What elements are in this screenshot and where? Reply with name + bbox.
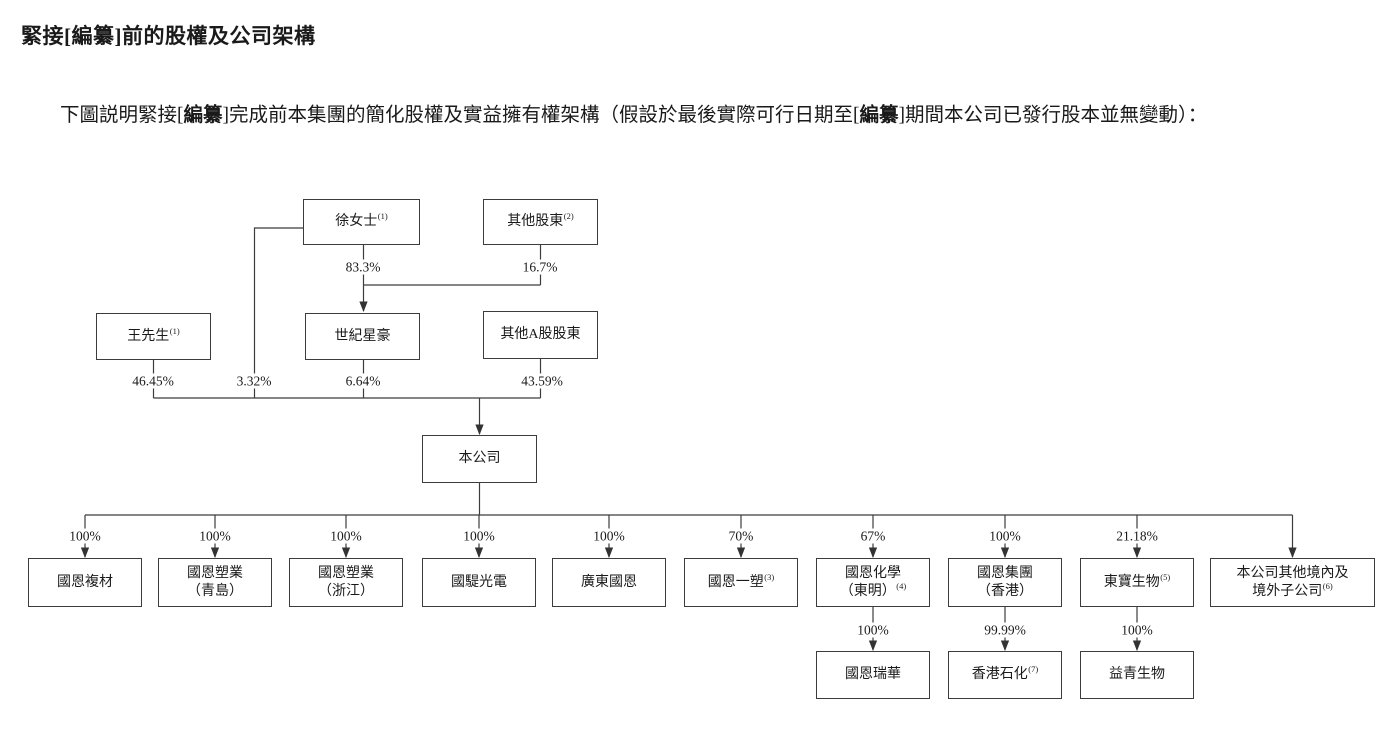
heading-text: ]前的股權及公司架構: [114, 24, 316, 48]
ownership-percent: 99.99%: [981, 622, 1029, 638]
org-box-yiqing-shengwu: 益青生物: [1080, 651, 1194, 699]
org-box-mr-wang: 王先生(1): [96, 313, 211, 360]
org-box-label: 國恩塑業: [318, 565, 374, 581]
footnote-ref: (2): [563, 211, 574, 222]
org-box-label: 香港石化(7): [971, 664, 1039, 682]
footnote-ref: (1): [169, 325, 180, 336]
org-box-label: 東寶生物(5): [1103, 571, 1171, 590]
org-box-label: 廣東國恩: [581, 574, 637, 590]
ownership-percent: 16.7%: [519, 259, 561, 275]
footnote-ref: (3): [764, 571, 775, 582]
org-box-label: 其他A股股東: [500, 327, 581, 342]
ownership-percent: 100%: [327, 528, 365, 544]
ownership-percent: 100%: [66, 528, 104, 544]
org-box-label: 國騠光電: [451, 574, 507, 590]
paragraph-text: 下圖説明緊接[: [60, 105, 184, 126]
org-box-ms-xu: 徐女士(1): [303, 199, 420, 245]
org-box-label: （香港）: [977, 583, 1033, 599]
org-box-label: 國恩集團: [977, 565, 1033, 581]
ownership-percent: 100%: [460, 528, 498, 544]
ownership-percent: 100%: [854, 622, 892, 638]
org-box-label: 其他股東(2): [507, 211, 574, 229]
org-box-label: 本公司: [458, 451, 501, 466]
org-box-guoen-suye-zhejiang: 國恩塑業 （浙江）: [289, 558, 403, 607]
org-box-label: 世紀星豪: [334, 328, 391, 344]
org-box-label: 國恩複材: [57, 574, 113, 590]
ownership-percent: 83.3%: [342, 259, 384, 275]
org-box-label: 國恩塑業: [187, 565, 243, 581]
org-box-label: 國恩瑞華: [845, 667, 901, 682]
org-box-guangdong-guoen: 廣東國恩: [552, 558, 666, 607]
org-box-hongkong-shihua: 香港石化(7): [948, 651, 1062, 699]
ownership-percent: 3.32%: [233, 373, 275, 389]
org-box-guoen-suye-qingdao: 國恩塑業 （青島）: [158, 558, 272, 607]
org-box-label: 國恩一塑(3): [707, 571, 775, 590]
ownership-percent: 21.18%: [1113, 528, 1161, 544]
org-box-other-shareholders: 其他股東(2): [483, 199, 598, 245]
org-box-label: （東明）(4): [839, 580, 907, 599]
org-box-other-a-shareholders: 其他A股股東: [483, 311, 598, 359]
footnote-ref: (5): [1160, 571, 1171, 582]
org-box-guoen-ruihua: 國恩瑞華: [816, 651, 930, 699]
redacted-marker: 編纂: [183, 105, 223, 126]
ownership-percent: 100%: [1118, 622, 1156, 638]
org-box-label: 本公司其他境內及: [1236, 565, 1349, 581]
org-box-guoen-fucai: 國恩複材: [28, 558, 142, 607]
footnote-ref: (4): [896, 580, 907, 591]
ownership-percent: 67%: [857, 528, 889, 544]
redacted-marker: 編纂: [71, 24, 115, 48]
intro-paragraph: 下圖説明緊接[編纂]完成前本集團的簡化股權及實益擁有權架構（假設於最後實際可行日…: [21, 97, 1379, 135]
ownership-percent: 46.45%: [129, 373, 177, 389]
org-box-label: 王先生(1): [127, 325, 180, 344]
org-box-label: 境外子公司(6): [1252, 580, 1333, 599]
paragraph-text: ]期間本公司已發行股本並無變動）：: [898, 105, 1208, 126]
paragraph-text: ]完成前本集團的簡化股權及實益擁有權架構（假設於最後實際可行日期至[: [222, 105, 860, 126]
ownership-percent: 100%: [196, 528, 234, 544]
ownership-percent: 6.64%: [342, 373, 384, 389]
ownership-percent: 70%: [725, 528, 757, 544]
org-box-the-company: 本公司: [422, 435, 537, 483]
org-box-dongbao-shengwu: 東寶生物(5): [1080, 558, 1194, 607]
heading-text: 緊接[: [21, 24, 72, 48]
org-box-label: 益青生物: [1109, 667, 1165, 682]
section-heading: 緊接[編纂]前的股權及公司架構: [21, 20, 316, 50]
org-box-guoti-guangdian: 國騠光電: [422, 558, 536, 607]
org-box-label: （青島）: [187, 583, 243, 599]
ownership-percent: 100%: [986, 528, 1024, 544]
org-box-other-subsidiaries: 本公司其他境內及境外子公司(6): [1210, 558, 1375, 607]
org-box-guoen-yisu: 國恩一塑(3): [684, 558, 798, 607]
org-box-guoen-jituan-hongkong: 國恩集團 （香港）: [948, 558, 1062, 607]
ownership-percent: 100%: [590, 528, 628, 544]
org-box-label: 徐女士(1): [335, 211, 388, 229]
redacted-marker: 編纂: [859, 105, 899, 126]
org-box-century-xinghao: 世紀星豪: [305, 313, 420, 360]
org-box-label: （浙江）: [318, 583, 374, 599]
footnote-ref: (7): [1028, 664, 1039, 675]
org-box-label: 國恩化學: [845, 565, 901, 581]
footnote-ref: (6): [1322, 580, 1333, 591]
ownership-percent: 43.59%: [518, 373, 566, 389]
footnote-ref: (1): [377, 211, 388, 222]
org-box-guoen-huaxue-dongming: 國恩化學（東明）(4): [816, 558, 930, 607]
